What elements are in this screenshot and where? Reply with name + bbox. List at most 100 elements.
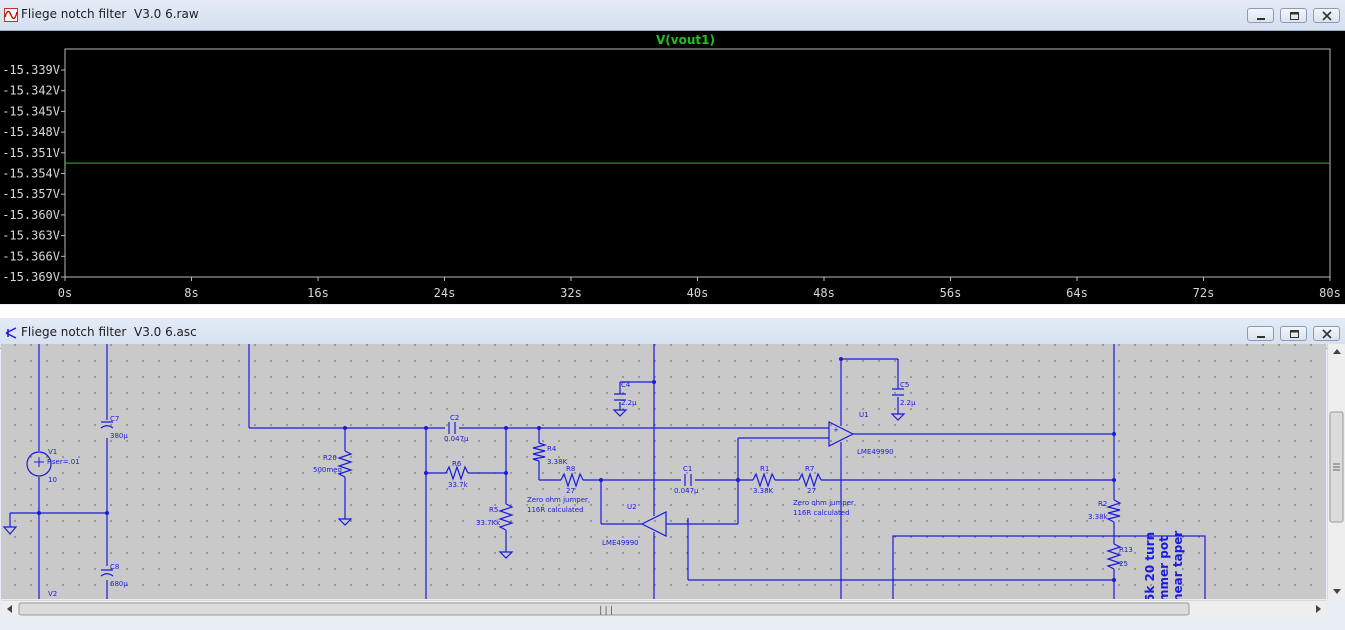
plot-window-title: Fliege notch filter V3.0 6.raw [21,7,199,21]
label-r6-ref: R6 [452,460,462,468]
y-tick-label: -15.345V [2,104,60,118]
resistor-r4[interactable] [532,442,548,462]
x-tick-label: 48s [813,286,835,300]
label-c5-ref: C5 [900,381,909,389]
scroll-left-arrow-icon[interactable] [7,605,12,613]
plot-title-bar[interactable]: Fliege notch filter V3.0 6.raw [0,0,1345,31]
restore-button[interactable] [1280,8,1307,23]
note-left-line2: 116R calculated [527,506,584,514]
label-r6-value: 33.7k [448,481,469,489]
label-r8-value: 27 [566,487,575,495]
label-r13-ref: R13 [1119,546,1133,554]
note-pot-line3: near taper [1171,531,1185,599]
ground-symbol [2,526,18,535]
capacitor-c7[interactable] [100,421,114,429]
opamp-u1[interactable]: + [828,421,855,447]
vertical-scrollbar[interactable] [1327,344,1345,599]
schematic-canvas[interactable]: + V1 Rser=.01 10 V2 C7 680µ 380µ C8 680µ… [1,344,1326,599]
label-r5-value: 33.7Kk [476,519,501,527]
resistor-r6[interactable] [445,465,469,481]
schematic-drawing[interactable]: + V1 Rser=.01 10 V2 C7 680µ 380µ C8 680µ… [1,344,1326,599]
y-tick-label: -15.357V [2,187,60,201]
label-c8-value: 680µ [110,580,128,588]
capacitor-c5[interactable] [892,388,904,396]
close-icon [1322,329,1332,339]
label-c4-ref: C4 [621,381,631,389]
resistor-r7[interactable] [798,472,822,488]
note-pot-line1: 5k 20 turn [1143,532,1157,599]
x-tick-label: 56s [940,286,962,300]
x-tick-label: 64s [1066,286,1088,300]
resistor-r2[interactable] [1105,499,1122,523]
label-r13-value: 25 [1119,560,1128,568]
y-tick-label: -15.369V [2,270,60,284]
scroll-right-arrow-icon[interactable] [1316,605,1321,613]
horizontal-scroll-thumb[interactable] [18,602,1190,616]
y-tick-label: -15.351V [2,146,60,160]
junctions [37,357,1116,582]
opamp-u2[interactable] [640,511,667,537]
x-tick-label: 32s [560,286,582,300]
label-r7-value: 27 [807,487,816,495]
label-c2-value: 0.047µ [444,435,469,443]
minimize-icon [1257,336,1265,338]
label-r4-ref: R4 [547,445,557,453]
y-tick-label: -15.366V [2,249,60,263]
waveform-chart[interactable]: V(vout1)-15.339V-15.342V-15.345V-15.348V… [0,31,1345,304]
capacitor-c2[interactable] [448,422,456,434]
wires [9,344,1206,599]
resistor-r20[interactable] [337,450,353,478]
close-button[interactable] [1313,8,1340,23]
ground-symbol [337,518,353,526]
capacitor-c4[interactable] [614,393,626,401]
y-tick-label: -15.342V [2,84,60,98]
restore-icon [1290,330,1299,338]
note-right-line2: 116R calculated [793,509,850,517]
plot-window: Fliege notch filter V3.0 6.raw V(vout1) -… [0,0,1345,305]
label-c2-ref: C2 [450,414,459,422]
label-u2-ref: U2 [627,503,637,511]
waveform-plot[interactable]: V(vout1)-15.339V-15.342V-15.345V-15.348V… [0,31,1345,304]
horizontal-scrollbar[interactable]: ||| [1,600,1327,618]
voltage-source-v1[interactable] [26,451,52,477]
x-tick-label: 40s [687,286,709,300]
minimize-icon [1257,18,1265,20]
resistor-r8[interactable] [560,472,584,488]
x-tick-label: 72s [1193,286,1215,300]
capacitor-c1[interactable] [684,474,692,486]
label-r1-value: 3.38K [753,487,774,495]
ground-symbol [890,413,906,421]
label-c7-ref: C7 [110,415,119,423]
x-tick-label: 8s [184,286,198,300]
restore-button[interactable] [1280,326,1307,341]
close-icon [1322,11,1332,21]
label-r8-ref: R8 [566,465,575,473]
resistor-r5[interactable] [498,503,514,531]
capacitor-c8[interactable] [100,569,114,577]
label-v2-ref: V2 [48,590,57,598]
close-button[interactable] [1313,326,1340,341]
label-r7-ref: R7 [805,465,814,473]
label-u2-value: LME49990 [602,539,639,547]
resistor-r13[interactable] [1106,543,1123,570]
schematic-window-title: Fliege notch filter V3.0 6.asc [21,325,197,339]
label-r20-value: 500meg [313,466,342,474]
label-r5-ref: R5 [489,506,498,514]
note-left-line1: Zero ohm jumper, [527,496,590,504]
trace-label[interactable]: V(vout1) [656,33,715,47]
restore-icon [1290,12,1299,20]
label-v1-ref: V1 [48,448,57,456]
resistor-r1[interactable] [752,472,776,488]
horizontal-grip-icon: ||| [598,606,614,616]
y-tick-label: -15.348V [2,125,60,139]
minimize-button[interactable] [1247,326,1274,341]
label-c1-ref: C1 [683,465,692,473]
svg-text:+: + [833,426,839,434]
scroll-down-arrow-icon[interactable] [1333,589,1341,594]
y-tick-label: -15.363V [2,229,60,243]
label-c1-value: 0.047µ [674,487,699,495]
minimize-button[interactable] [1247,8,1274,23]
label-r1-ref: R1 [760,465,769,473]
scroll-up-arrow-icon[interactable] [1333,349,1341,354]
label-v1-value: Rser=.01 [47,458,80,466]
